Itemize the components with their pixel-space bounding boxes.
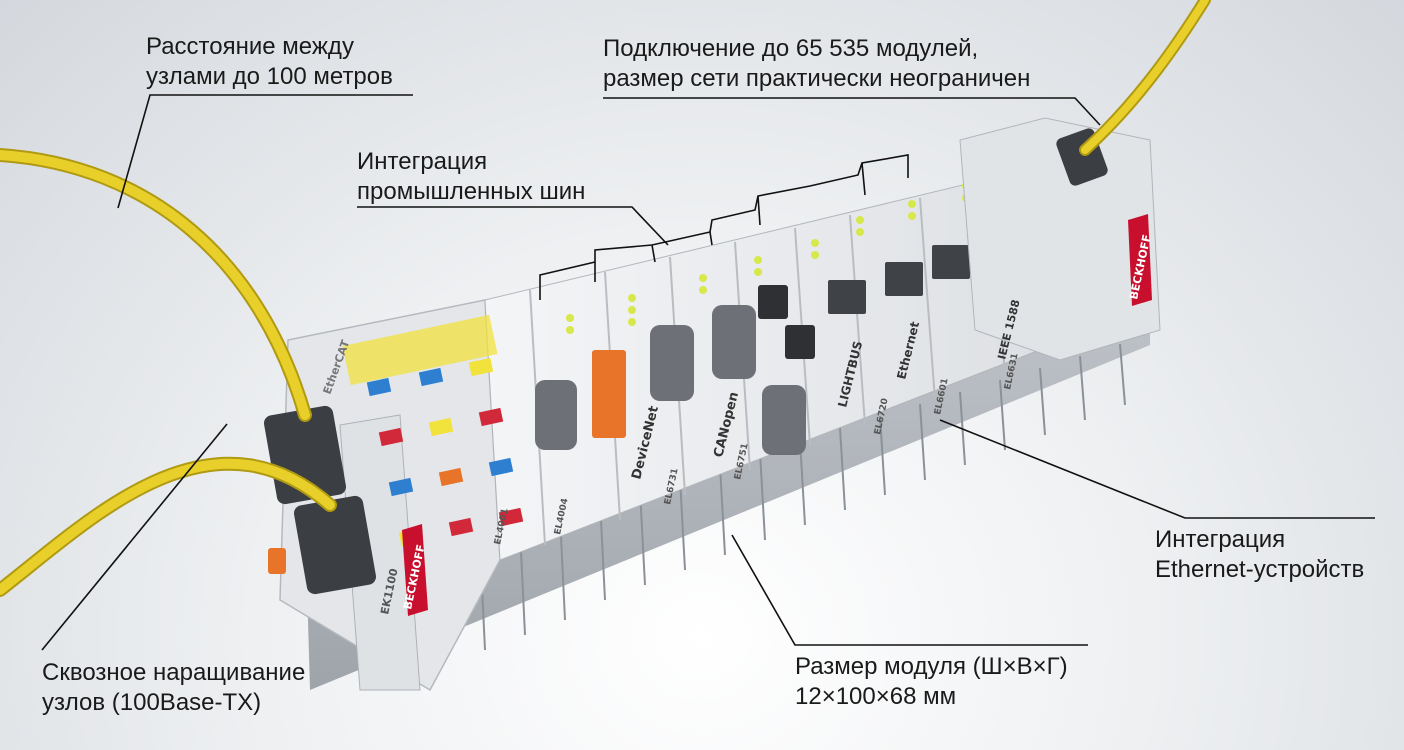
beckhoff-red-label-left bbox=[402, 524, 428, 616]
callout-distance-line2: узлами до 100 метров bbox=[146, 63, 393, 90]
orange-latch bbox=[268, 548, 286, 574]
dsub-connector-canopen bbox=[650, 325, 694, 401]
dsub-connector-x2 bbox=[762, 385, 806, 455]
cable-left-upper bbox=[0, 148, 312, 422]
callout-cascade-line1: Сквозное наращивание bbox=[42, 659, 306, 686]
callout-tick bbox=[651, 244, 656, 263]
callout-line-size bbox=[731, 534, 1088, 646]
callout-cascade-line2: узлов (100Base-TX) bbox=[42, 689, 262, 716]
callout-line-cascade bbox=[41, 423, 228, 651]
dsub-connector-profibus bbox=[535, 380, 577, 450]
callout-ethernet: Интеграция Ethernet-устройств bbox=[1155, 525, 1364, 585]
callout-line-fieldbus bbox=[357, 206, 669, 246]
callout-line-distance bbox=[117, 94, 413, 209]
beckhoff-red-label-right bbox=[1128, 214, 1152, 306]
rj45-port-1 bbox=[828, 280, 866, 314]
callout-size-line1: Размер модуля (Ш×В×Г) bbox=[795, 653, 1068, 680]
callout-ethernet-line1: Интеграция bbox=[1155, 526, 1286, 553]
callout-size-line2: 12×100×68 мм bbox=[795, 683, 957, 710]
callout-fieldbus: Интеграция промышленных шин bbox=[357, 147, 585, 207]
callout-modules: Подключение до 65 535 модулей, размер се… bbox=[603, 34, 1030, 94]
io-terminals bbox=[342, 314, 524, 547]
rj45-port-3 bbox=[932, 245, 970, 279]
ethercat-junction bbox=[959, 117, 1161, 361]
rj45-connector-bottom bbox=[293, 495, 377, 595]
callout-tick bbox=[861, 162, 866, 196]
fiber-connector-2 bbox=[785, 325, 815, 359]
callout-modules-line2: размер сети практически неограничен bbox=[603, 65, 1031, 92]
callout-bracket-fieldbus bbox=[539, 154, 909, 300]
callout-fieldbus-line2: промышленных шин bbox=[357, 178, 586, 205]
devicenet-connector bbox=[592, 350, 626, 438]
ethernet-cables bbox=[0, 0, 1211, 597]
callout-fieldbus-line1: Интеграция bbox=[357, 148, 488, 175]
callout-line-ethernet bbox=[939, 419, 1375, 519]
callout-size: Размер модуля (Ш×В×Г) 12×100×68 мм bbox=[795, 652, 1068, 712]
dsub-connector-x1 bbox=[712, 305, 756, 379]
callout-ethernet-line2: Ethernet-устройств bbox=[1155, 556, 1365, 583]
callout-tick bbox=[757, 195, 761, 226]
callout-distance: Расстояние между узлами до 100 метров bbox=[146, 32, 393, 92]
callout-line-modules bbox=[603, 97, 1101, 126]
rj45-port-2 bbox=[885, 262, 923, 296]
callout-cascade: Сквозное наращивание узлов (100Base-TX) bbox=[42, 658, 305, 718]
callout-modules-line1: Подключение до 65 535 модулей, bbox=[603, 35, 979, 62]
fiber-connector-1 bbox=[758, 285, 788, 319]
callout-distance-line1: Расстояние между bbox=[146, 33, 354, 60]
callout-tick bbox=[709, 231, 713, 246]
callout-lines bbox=[41, 94, 1375, 651]
